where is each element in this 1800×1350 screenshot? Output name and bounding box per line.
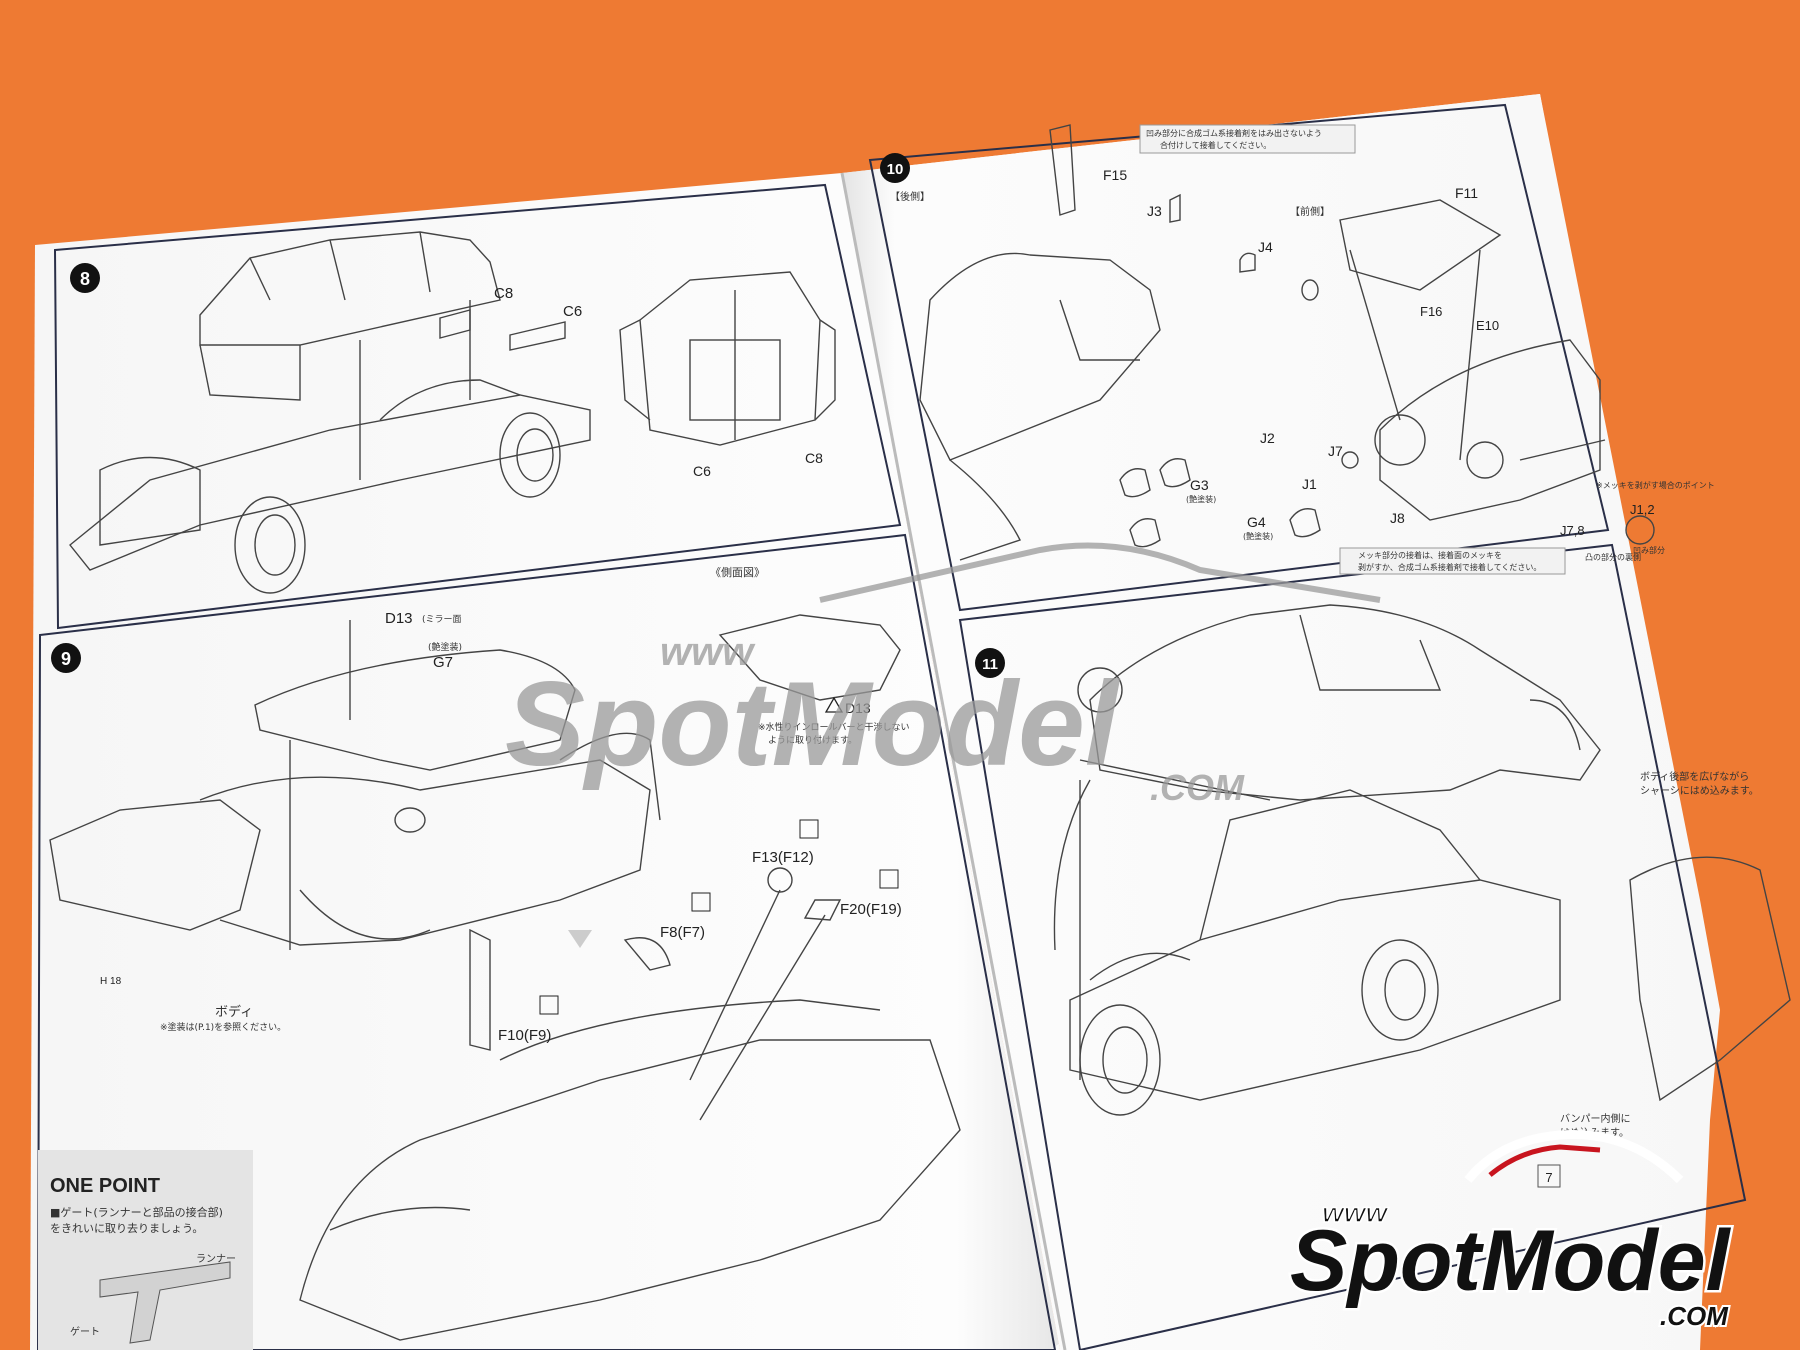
step-11-note-2: シャーシにはめ込みます。 [1640, 785, 1759, 797]
watermark-com: .COM [1150, 767, 1245, 808]
one-point-title: ONE POINT [50, 1175, 160, 1197]
step-11: 11 ボディ後部を広げながら シャーシにはめ込みます。 バンパー内側に はめ込み… [975, 604, 1791, 1139]
step-9: 9 D13 (ミラー面 (艶塗装) G7 《側面図》 D13 ※水性りインロ [49, 566, 961, 1341]
step-10-label-j1: J1 [1302, 476, 1317, 492]
step-10: 10 【後側】 【前側】 凹み部分に合成ゴム系接着剤をはみ出さないよう 合付けし… [880, 124, 1715, 575]
step-11-note-1: ボディ後部を広げながら [1640, 770, 1749, 783]
step-10-label-g4-paint: (艶塗装) [1243, 531, 1273, 541]
booklet [30, 94, 1720, 1350]
step-10-label-g3: G3 [1190, 477, 1209, 493]
step-10-ring-note: 凸の部分の裏側 [1585, 552, 1641, 562]
step-10-label-rear: 【後側】 [890, 190, 930, 203]
page-number: 7 [1545, 1170, 1552, 1185]
logo-www: www [1322, 1197, 1390, 1228]
step-10-label-e10: E10 [1476, 318, 1499, 333]
one-point-box: ONE POINT ■ゲート(ランナーと部品の接合部) をきれいに取り去りましょ… [38, 1150, 253, 1350]
step-9-label-f8: F8(F7) [660, 924, 705, 941]
step-10-label-j2: J2 [1260, 430, 1275, 446]
step-11-bumper-1: バンパー内側に [1560, 1112, 1631, 1125]
step-9-label-body-note: ※塗装は(P.1)を参照ください。 [160, 1021, 286, 1033]
page-number-box [1537, 1164, 1561, 1188]
step-10-label-front: 【前側】 [1290, 205, 1330, 218]
step-10-label-f15: F15 [1103, 167, 1127, 183]
frame-step-9 [36, 533, 1057, 1350]
step-9-label-g7-paint: (艶塗装) [428, 641, 462, 653]
step-9-arrow [568, 930, 592, 948]
step-9-label-g7: G7 [433, 654, 453, 671]
logo-swoosh-red [1488, 1144, 1601, 1177]
step-8-badge [70, 263, 100, 293]
step-9-label-f10: F10(F9) [498, 1027, 551, 1044]
step-9-badge [51, 643, 81, 673]
step-8: 8 C8 C6 C6 C8 [69, 231, 836, 594]
step-8-label-c6-b: C6 [693, 463, 711, 479]
logo-swoosh [1464, 1130, 1684, 1184]
step-9-label-f13: F13(F12) [752, 849, 814, 866]
spine [840, 172, 1067, 1350]
step-9-flag-f20 [879, 869, 899, 889]
step-10-bottom-warning [1339, 547, 1566, 575]
step-10-bottom-warn-1: メッキ部分の接着は、接着面のメッキを [1358, 550, 1502, 560]
step-10-bottom-warn-2: 剥がすか、合成ゴム系接着剤で接着してください。 [1358, 562, 1541, 572]
watermark: www SpotModel .COM [505, 542, 1381, 808]
step-8-chassis-drawing [69, 231, 836, 594]
step-11-badge [975, 648, 1005, 678]
step-9-flag-f8 [691, 892, 711, 912]
step-8-number: 8 [80, 269, 90, 289]
step-10-plate-note: ※メッキを剥がす場合のポイント [1596, 480, 1715, 490]
step-11-car-drawing [1053, 604, 1791, 1116]
step-9-warn-note-1: ※水性りインロールバーと干渉しない [758, 721, 910, 733]
spotmodel-logo: www SpotModel .COM [1288, 1130, 1734, 1333]
frame-step-10 [868, 103, 1610, 612]
step-8-label-c8: C8 [494, 285, 513, 302]
step-9-label-f20: F20(F19) [840, 901, 902, 918]
step-10-label-j78: J7,8 [1560, 523, 1585, 538]
step-9-flag-f10 [539, 995, 559, 1015]
step-9-label-d13: D13 [385, 610, 413, 627]
step-8-label-c6: C6 [563, 303, 582, 320]
step-9-label-side-view: 《側面図》 [710, 566, 765, 579]
step-10-label-j12: J1,2 [1630, 502, 1655, 517]
step-9-label-d13-note: (ミラー面 [422, 614, 462, 625]
step-11-number: 11 [982, 656, 998, 673]
step-10-label-f11: F11 [1455, 185, 1478, 201]
step-10-label-g3-paint: (艶塗装) [1186, 494, 1216, 504]
step-10-label-j8: J8 [1390, 510, 1405, 526]
step-10-label-g4: G4 [1247, 514, 1266, 530]
step-10-label-j7: J7 [1328, 443, 1343, 459]
watermark-car-outline [819, 542, 1381, 603]
step-10-label-j3: J3 [1147, 203, 1162, 219]
step-9-warn-d13: D13 [845, 700, 871, 716]
one-point-line1: ■ゲート(ランナーと部品の接合部) [50, 1205, 223, 1219]
watermark-brand: SpotModel [505, 657, 1121, 791]
one-point-runner: ランナー [196, 1253, 236, 1265]
step-10-top-warn-1: 凹み部分に合成ゴム系接着剤をはみ出さないよう [1146, 128, 1322, 138]
frame-step-8 [53, 183, 902, 630]
step-10-top-warn-2: 合付けして接着してください。 [1160, 140, 1271, 150]
step-10-groove: 凹み部分 [1633, 545, 1665, 555]
one-point-gate-drawing [99, 1261, 231, 1344]
step-10-label-j4: J4 [1258, 239, 1273, 255]
left-page [30, 173, 1060, 1350]
step-9-label-body: ボディ [215, 1004, 253, 1020]
one-point-gate: ゲート [70, 1326, 100, 1338]
step-9-body-drawing [49, 614, 961, 1341]
logo-com: .COM [1660, 1301, 1729, 1331]
step-10-badge [880, 153, 910, 183]
step-9-number: 9 [61, 649, 71, 669]
step-9-flag-f13 [799, 819, 819, 839]
one-point-line2: をきれいに取り去りましょう。 [50, 1222, 203, 1235]
step-9-label-h18: H 18 [100, 976, 122, 987]
watermark-www: www [660, 630, 756, 674]
step-10-number: 10 [887, 161, 904, 178]
step-10-body-drawing [919, 124, 1655, 561]
step-9-warning-icon [824, 696, 844, 713]
step-10-top-warning [1139, 124, 1356, 154]
logo-brand: SpotModel [1290, 1213, 1732, 1309]
step-8-label-c8-b: C8 [805, 450, 823, 466]
step-10-label-f16: F16 [1420, 304, 1442, 319]
step-9-warn-note-2: ように取り付けます。 [768, 735, 857, 746]
right-page-lower [842, 94, 1720, 1350]
